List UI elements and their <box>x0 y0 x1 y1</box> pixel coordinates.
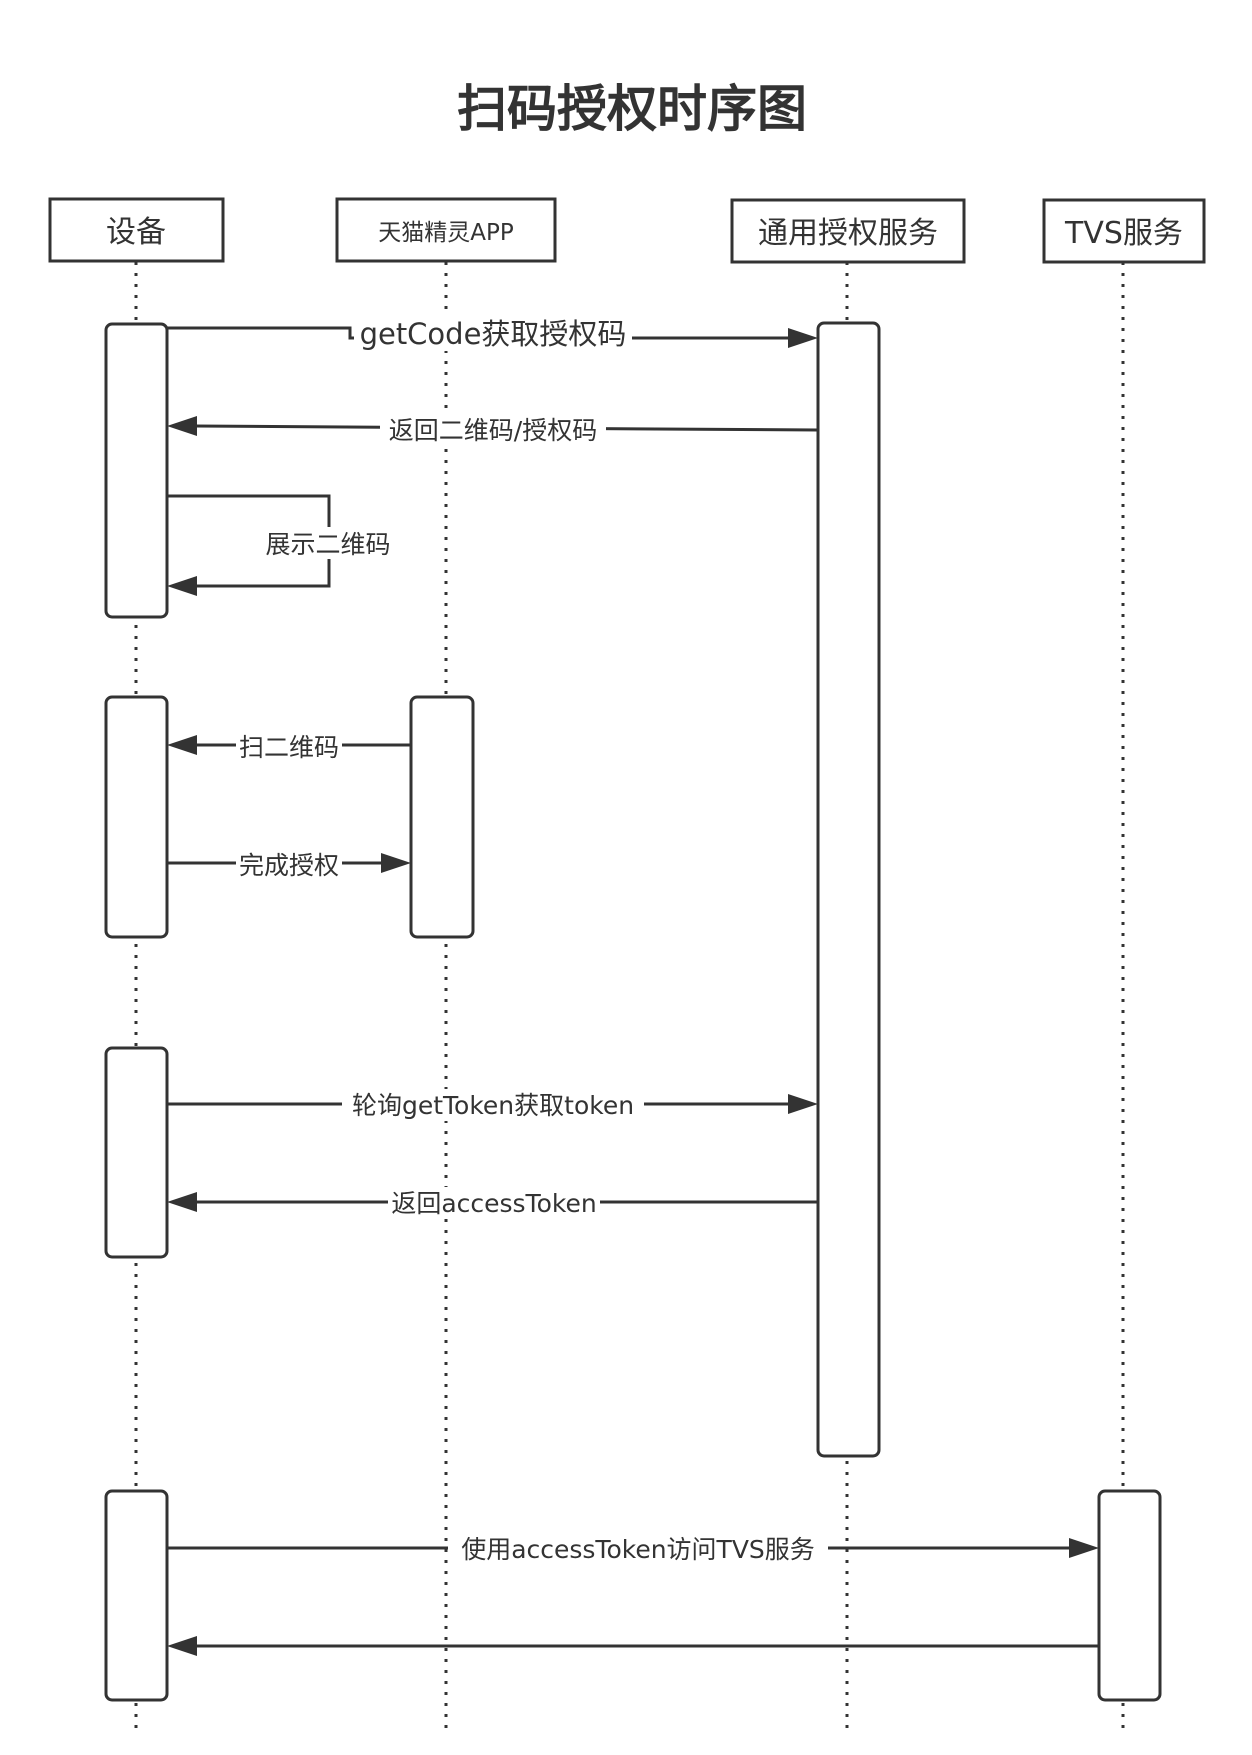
message-label: 返回accessToken <box>391 1189 596 1218</box>
arrow-head <box>1069 1538 1099 1558</box>
message-return-token: 返回accessToken <box>167 1187 818 1219</box>
arrow-head <box>167 1192 197 1212</box>
message-show-qr: 展示二维码 <box>167 494 398 596</box>
message-label: 完成授权 <box>239 851 339 880</box>
message-label: 返回二维码/授权码 <box>389 416 597 445</box>
actor-label-tvs: TVS服务 <box>1064 216 1183 251</box>
arrow-head <box>167 416 197 436</box>
message-get-code: getCode获取授权码 <box>167 315 818 351</box>
activation-tvs <box>1097 1489 1162 1702</box>
message-label: getCode获取授权码 <box>360 317 627 351</box>
actor-auth: 通用授权服务 <box>730 198 966 264</box>
activation-tmall <box>409 695 475 939</box>
message-label: 展示二维码 <box>265 530 390 559</box>
arrow-head <box>381 853 411 873</box>
message-complete-auth: 完成授权 <box>167 848 411 880</box>
actor-label-device: 设备 <box>106 215 166 250</box>
message-tvs-response <box>167 1636 1099 1656</box>
diagram-title: 扫码授权时序图 <box>457 80 807 138</box>
actor-tvs: TVS服务 <box>1042 198 1206 264</box>
actor-label-auth: 通用授权服务 <box>758 216 938 251</box>
activation-device-1 <box>104 322 169 619</box>
message-use-token: 使用accessToken访问TVS服务 <box>167 1533 1099 1565</box>
message-label: 使用accessToken访问TVS服务 <box>461 1535 815 1564</box>
activation-auth <box>816 321 881 1458</box>
activation-device-3 <box>104 1046 169 1259</box>
activation-device-4 <box>104 1489 169 1702</box>
message-scan-qr: 扫二维码 <box>167 730 411 762</box>
message-label: 轮询getToken获取token <box>352 1091 634 1120</box>
arrow-head <box>167 1636 197 1656</box>
actor-label-tmall: 天猫精灵APP <box>378 220 514 246</box>
message-return-qr: 返回二维码/授权码 <box>167 413 819 445</box>
message-label: 扫二维码 <box>239 733 339 762</box>
arrow-head <box>167 576 197 596</box>
activation-device-2 <box>104 695 169 939</box>
actor-device: 设备 <box>48 197 225 263</box>
actor-tmall: 天猫精灵APP <box>335 197 557 263</box>
arrow-head <box>788 1094 818 1114</box>
arrow-head <box>167 735 197 755</box>
message-poll-token: 轮询getToken获取token <box>167 1089 818 1121</box>
arrow-head <box>788 328 818 348</box>
